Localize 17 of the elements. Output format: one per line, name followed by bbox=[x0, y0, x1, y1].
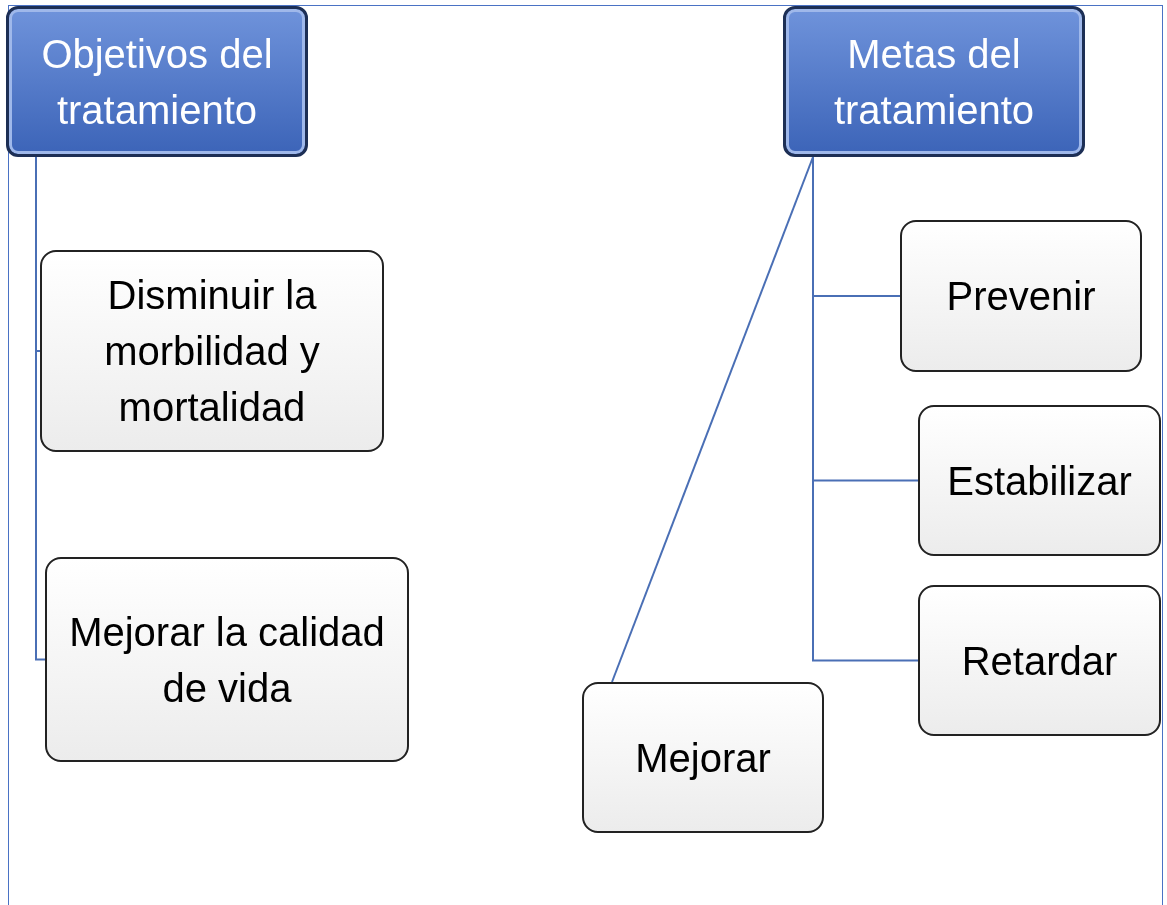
box-text: Mejorar bbox=[635, 734, 771, 782]
text-box bbox=[40, 250, 384, 452]
header-box bbox=[783, 6, 1085, 157]
box-text: Objetivos del tratamiento bbox=[40, 30, 274, 134]
box-text: Metas del tratamiento bbox=[832, 30, 1036, 134]
text-box bbox=[918, 585, 1161, 736]
box-text: Mejorar la calidad de vida bbox=[68, 608, 386, 712]
box-text: Prevenir bbox=[946, 273, 1096, 320]
text-box bbox=[582, 682, 824, 833]
text-box bbox=[900, 220, 1142, 372]
header-box bbox=[6, 6, 308, 157]
connector-line bbox=[611, 156, 814, 683]
box-text: Estabilizar bbox=[947, 457, 1132, 505]
box-text: Retardar bbox=[961, 637, 1118, 685]
text-box bbox=[45, 557, 409, 762]
box-text: Disminuir la morbilidad y mortalidad bbox=[103, 272, 321, 431]
text-box bbox=[918, 405, 1161, 556]
